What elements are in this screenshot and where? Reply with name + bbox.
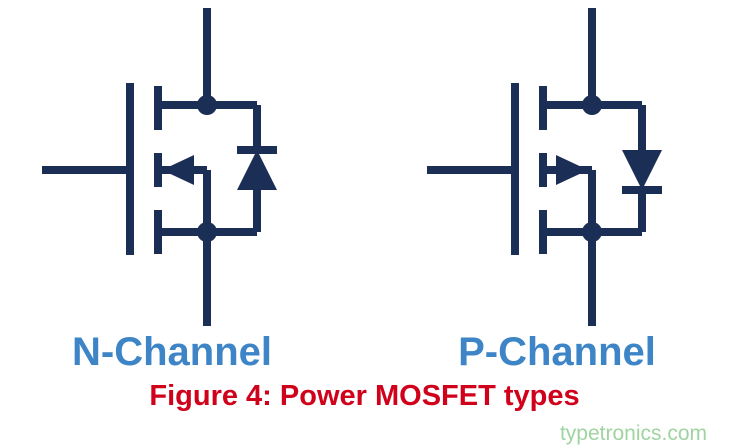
n-channel-column: N-Channel (32, 8, 312, 374)
n-channel-label: N-Channel (72, 330, 272, 374)
junction-dots (582, 95, 602, 242)
n-channel-mosfet-symbol-icon (42, 8, 277, 326)
junction-dots (197, 95, 217, 242)
p-channel-column: P-Channel (417, 8, 697, 374)
figure-caption: Figure 4: Power MOSFET types (149, 380, 580, 412)
gate-terminal (427, 83, 519, 255)
watermark-text: typetronics.com (559, 422, 707, 445)
p-channel-mosfet-symbol-icon (427, 8, 662, 326)
body-diode (207, 101, 277, 236)
body-lead-arrow (158, 155, 211, 232)
p-channel-label: P-Channel (458, 330, 656, 374)
body-lead-arrow (543, 155, 596, 232)
gate-terminal (42, 83, 134, 255)
body-diode (592, 101, 662, 236)
mosfet-symbols-row: N-Channel (32, 8, 697, 374)
